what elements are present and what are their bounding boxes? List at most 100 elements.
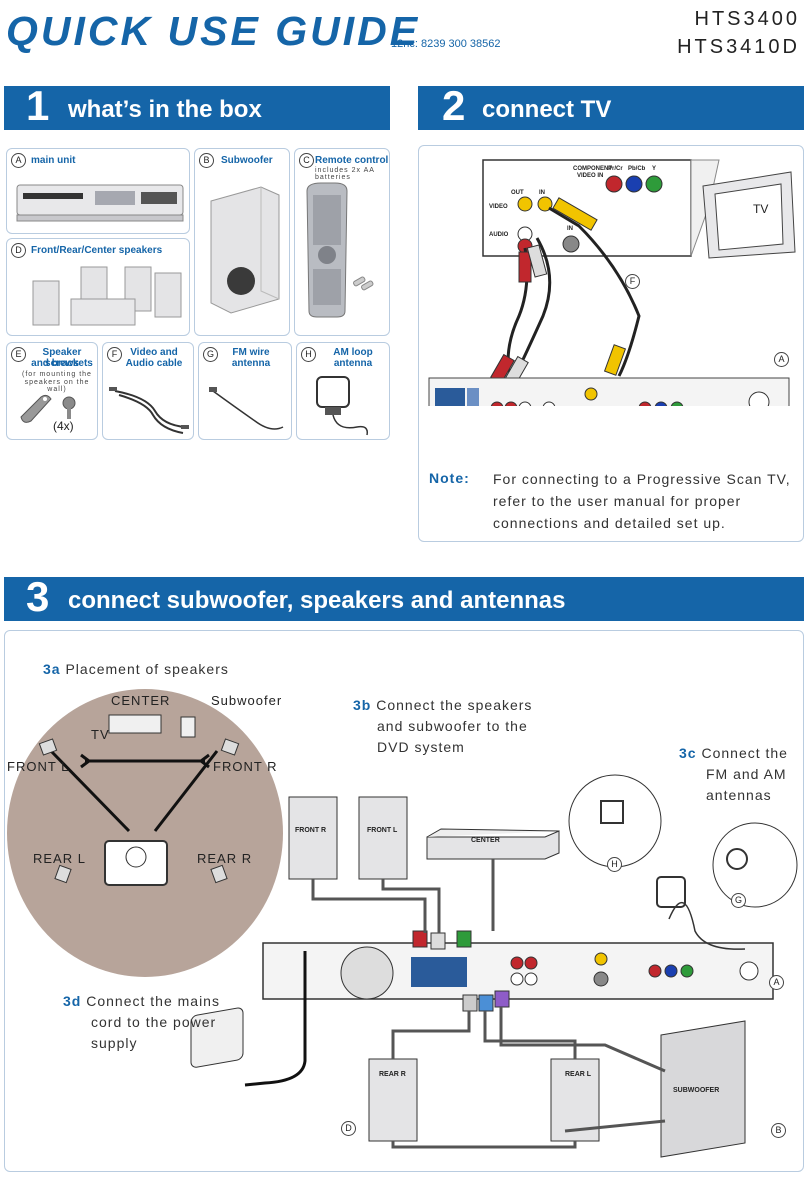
tv-pb-label: Pb/Cb [628,166,646,172]
section-3-number: 3 [26,573,50,620]
step-3d-line-3: supply [91,1035,138,1051]
item-letter: C [299,153,314,168]
model-number-2: HTS3410D [677,36,800,58]
step-3d-line-2: cord to the power [91,1014,217,1030]
item-label-line1: AM loop [333,347,373,358]
step-3d-number: 3d [63,993,82,1009]
room-rear-r-label: REAR R [197,851,253,866]
item-speakers: D Front/Rear/Center speakers [6,238,190,336]
item-am-antenna: H AM loop antenna [296,342,390,440]
item-label-line1: Video and [130,347,178,358]
av-cable-illustration [109,387,189,434]
step-3c-line-3: antennas [706,787,772,803]
tv-svideo-in-label: IN [567,226,573,232]
tv-video-label: VIDEO [489,204,508,210]
letter-f: F [625,274,640,289]
step-3b-line-2: and subwoofer to the [377,718,528,734]
item-label-line2: antenna [231,358,271,369]
item-label-line1: Speaker screws [42,347,82,369]
step-3b-line-3: DVD system [377,739,465,755]
note-line-3: connections and detailed set up. [493,515,726,531]
room-rear-l-label: REAR L [33,851,86,866]
tv-component-label: COMPONENT [573,166,612,172]
item-label-line2: Audio cable [125,358,183,369]
speaker-front-l-label: FRONT L [367,827,398,834]
note-line-2: refer to the user manual for proper [493,493,742,509]
speaker-rear-r-label: REAR R [379,1071,406,1078]
note-label: Note: [429,470,470,486]
letter-h: H [607,857,622,872]
model-number-1: HTS3400 [694,8,800,30]
item-sublabel-1: (for mounting the [22,371,92,378]
section-2-panel: TV OUT IN VIDEO AUDIO IN COMPONENT VIDEO… [418,145,804,542]
letter-b: B [771,1123,786,1138]
speaker-center-label: CENTER [471,837,500,844]
item-letter: F [107,347,122,362]
step-3a-text: Placement of speakers [65,661,229,677]
item-label: Front/Rear/Center speakers [31,245,163,256]
subwoofer-illustration [210,186,280,314]
item-label: Remote control [315,155,389,166]
screws-illustration [20,394,76,423]
step-3c-number: 3c [679,745,697,761]
section-2-title: connect TV [482,96,612,123]
item-fm-antenna: G FM wire antenna [198,342,292,440]
letter-a-main-unit: A [769,975,784,990]
speaker-subwoofer-label: SUBWOOFER [673,1087,720,1094]
room-tv-label: TV [91,727,110,742]
letter-g: G [731,893,746,908]
item-letter: G [203,347,218,362]
item-remote: C Remote control includes 2x AA batterie… [294,148,390,336]
tv-label: TV [753,202,769,216]
item-label-line2: antenna [333,358,373,369]
section-1-number: 1 [26,82,50,129]
tv-out-label: OUT [511,190,524,196]
speaker-connection-diagram [7,689,798,1158]
note-line-1: For connecting to a Progressive Scan TV, [493,471,791,487]
section-3-title: connect subwoofer, speakers and antennas [68,587,566,614]
speakers-illustration [32,266,182,326]
step-3c-text-1: Connect the [701,745,788,761]
room-center-label: CENTER [111,693,171,708]
page-title: QUICK USE GUIDE [6,8,421,54]
section-3-header: 3 connect subwoofer, speakers and antenn… [4,573,804,621]
room-front-l-label: FRONT L [7,759,70,774]
step-3c-line-1: 3c Connect the [679,743,788,764]
item-av-cable: F Video and Audio cable [102,342,194,440]
section-3-panel: 3a Placement of speakers CENTER Subwoofe… [4,630,804,1172]
item-sublabel-2: speakers on the wall) [24,379,90,393]
letter-d: D [341,1121,356,1136]
item-letter: B [199,153,214,168]
tv-in-label: IN [539,190,545,196]
step-3c-line-2: FM and AM [706,766,787,782]
item-letter: D [11,243,26,258]
step-3b-text-1: Connect the speakers [376,697,533,713]
step-3b-number: 3b [353,697,372,713]
tv-pr-label: Pr/Cr [608,166,623,172]
item-label-line1: FM wire [232,347,270,358]
step-3d-line-1: 3d Connect the mains [63,991,220,1012]
room-front-r-label: FRONT R [213,759,278,774]
item-letter: E [11,347,26,362]
speaker-front-r-label: FRONT R [295,827,327,834]
item-subwoofer: B Subwoofer [194,148,290,336]
room-subwoofer-label: Subwoofer [211,693,283,708]
item-sublabel: includes 2x AA batteries [315,167,375,181]
item-screws: E Speaker screws and brackets (for mount… [6,342,98,440]
item-main-unit: A main unit [6,148,190,234]
step-3a: 3a Placement of speakers [43,659,229,680]
section-2-header: 2 connect TV [418,82,804,130]
fm-antenna-illustration [209,387,284,430]
tv-video-in-label: VIDEO IN [577,173,604,179]
section-2-number: 2 [442,82,466,129]
step-3d-text-1: Connect the mains [86,993,220,1009]
am-antenna-illustration [316,376,369,436]
letter-a: A [774,352,789,367]
item-quantity: (4x) [53,419,74,433]
item-letter: A [11,153,26,168]
speaker-rear-l-label: REAR L [565,1071,592,1078]
tv-audio-label: AUDIO [489,232,509,238]
item-label: main unit [31,155,76,166]
connect-tv-diagram [428,159,796,406]
item-letter: H [301,347,316,362]
